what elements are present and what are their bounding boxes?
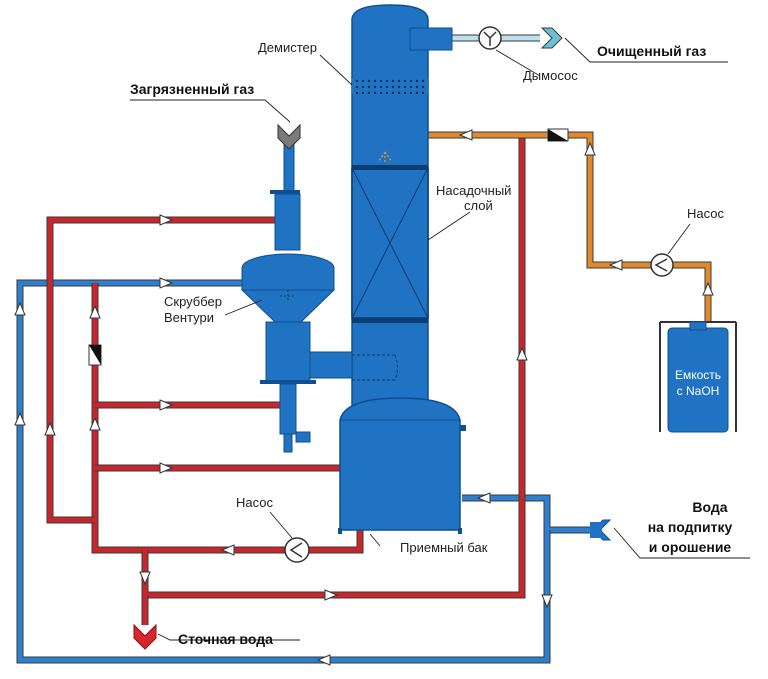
leader-lines bbox=[130, 37, 750, 641]
label-water-line1: Вода bbox=[692, 499, 727, 515]
flow-arrow-icons bbox=[14, 129, 714, 666]
pump-icon-circulation bbox=[284, 537, 310, 563]
equipment-layer bbox=[240, 4, 737, 534]
label-clean-gas: Очищенный газ bbox=[597, 43, 706, 59]
label-venturi-line1: Скруббер bbox=[164, 294, 222, 309]
clean-gas-chevron-icon bbox=[540, 27, 563, 49]
label-naoh-tank-line2: с NaOH bbox=[677, 384, 720, 398]
flow-arrow-icon bbox=[159, 399, 174, 411]
label-water-line3: и орошение bbox=[649, 539, 732, 555]
flow-arrow-icon bbox=[14, 411, 26, 426]
flow-arrow-icon bbox=[89, 416, 101, 431]
label-water-line2: на подпитку bbox=[648, 519, 733, 535]
flow-arrow-icon bbox=[584, 141, 596, 156]
spray-nozzle-icon bbox=[377, 151, 393, 164]
label-packed-layer-line2: слой bbox=[464, 198, 493, 213]
leader-receiving-tank bbox=[369, 533, 381, 547]
waste-water-chevron-icon bbox=[133, 623, 157, 650]
label-receiving-tank: Приемный бак bbox=[400, 540, 488, 555]
check-valve-icon bbox=[547, 128, 569, 142]
demister-mesh bbox=[352, 78, 428, 94]
label-naoh-tank-line1: Емкость bbox=[675, 368, 721, 382]
piping-layer bbox=[16, 34, 712, 664]
dirty-gas-chevron-icon bbox=[277, 123, 301, 150]
packed-bed bbox=[351, 165, 429, 323]
leader-venturi bbox=[224, 299, 263, 316]
labels-layer: Демистер Дымосос Очищенный газ Загрязнен… bbox=[130, 40, 732, 647]
flow-arrow-icon bbox=[220, 544, 235, 556]
leader-clean-gas bbox=[564, 37, 728, 63]
flow-arrow-icon bbox=[14, 301, 26, 316]
flow-arrow-icon bbox=[608, 259, 623, 271]
check-valve-icon-venturi bbox=[88, 344, 102, 366]
label-packed-layer-line1: Насадочный bbox=[436, 183, 511, 198]
flow-arrow-icon bbox=[324, 589, 339, 601]
flow-arrow-icon bbox=[476, 492, 491, 504]
flow-arrow-icon bbox=[702, 281, 714, 296]
circulation-pipe-main bbox=[91, 283, 364, 554]
venturi-to-column-duct bbox=[309, 351, 353, 379]
label-pump-top: Насос bbox=[687, 206, 724, 221]
flow-arrow-icon bbox=[139, 571, 151, 586]
label-demister: Демистер bbox=[258, 40, 317, 55]
label-dirty-gas: Загрязненный газ bbox=[130, 81, 254, 97]
flow-arrow-icon bbox=[89, 304, 101, 319]
leader-exhauster bbox=[495, 49, 541, 77]
flow-arrow-icon bbox=[159, 462, 174, 474]
flow-arrow-icon bbox=[516, 346, 528, 361]
label-exhauster: Дымосос bbox=[523, 68, 578, 83]
leader-waste-water bbox=[157, 633, 300, 641]
column-gas-outlet bbox=[409, 27, 453, 51]
alkali-pipe bbox=[381, 131, 712, 322]
pump-icon-alkali bbox=[650, 253, 674, 277]
receiving-tank bbox=[339, 397, 461, 531]
naoh-tank bbox=[659, 321, 737, 433]
fan-icon bbox=[478, 26, 502, 50]
flow-arrow-icon bbox=[159, 277, 174, 289]
flow-arrow-icon bbox=[44, 421, 56, 436]
leader-pump-bottom bbox=[269, 511, 293, 539]
dirty-gas-inlet-pipe bbox=[283, 144, 295, 196]
make-up-water-pipe bbox=[462, 494, 590, 534]
flow-arrow-icon bbox=[458, 129, 473, 141]
leader-water bbox=[613, 527, 750, 559]
label-venturi-line2: Вентури bbox=[164, 310, 214, 325]
icons-layer bbox=[14, 26, 714, 666]
flow-arrow-icon bbox=[159, 214, 174, 226]
leader-pump-top bbox=[667, 223, 691, 255]
leader-demister bbox=[319, 54, 353, 86]
venturi-scrubber bbox=[240, 190, 336, 453]
label-pump-bottom: Насос bbox=[236, 495, 273, 510]
leader-packed-layer bbox=[427, 211, 471, 241]
leader-dirty-gas bbox=[130, 99, 291, 123]
label-waste-water: Сточная вода bbox=[178, 631, 273, 647]
flow-arrow-icon bbox=[541, 594, 553, 609]
flow-arrow-icon bbox=[316, 654, 331, 666]
